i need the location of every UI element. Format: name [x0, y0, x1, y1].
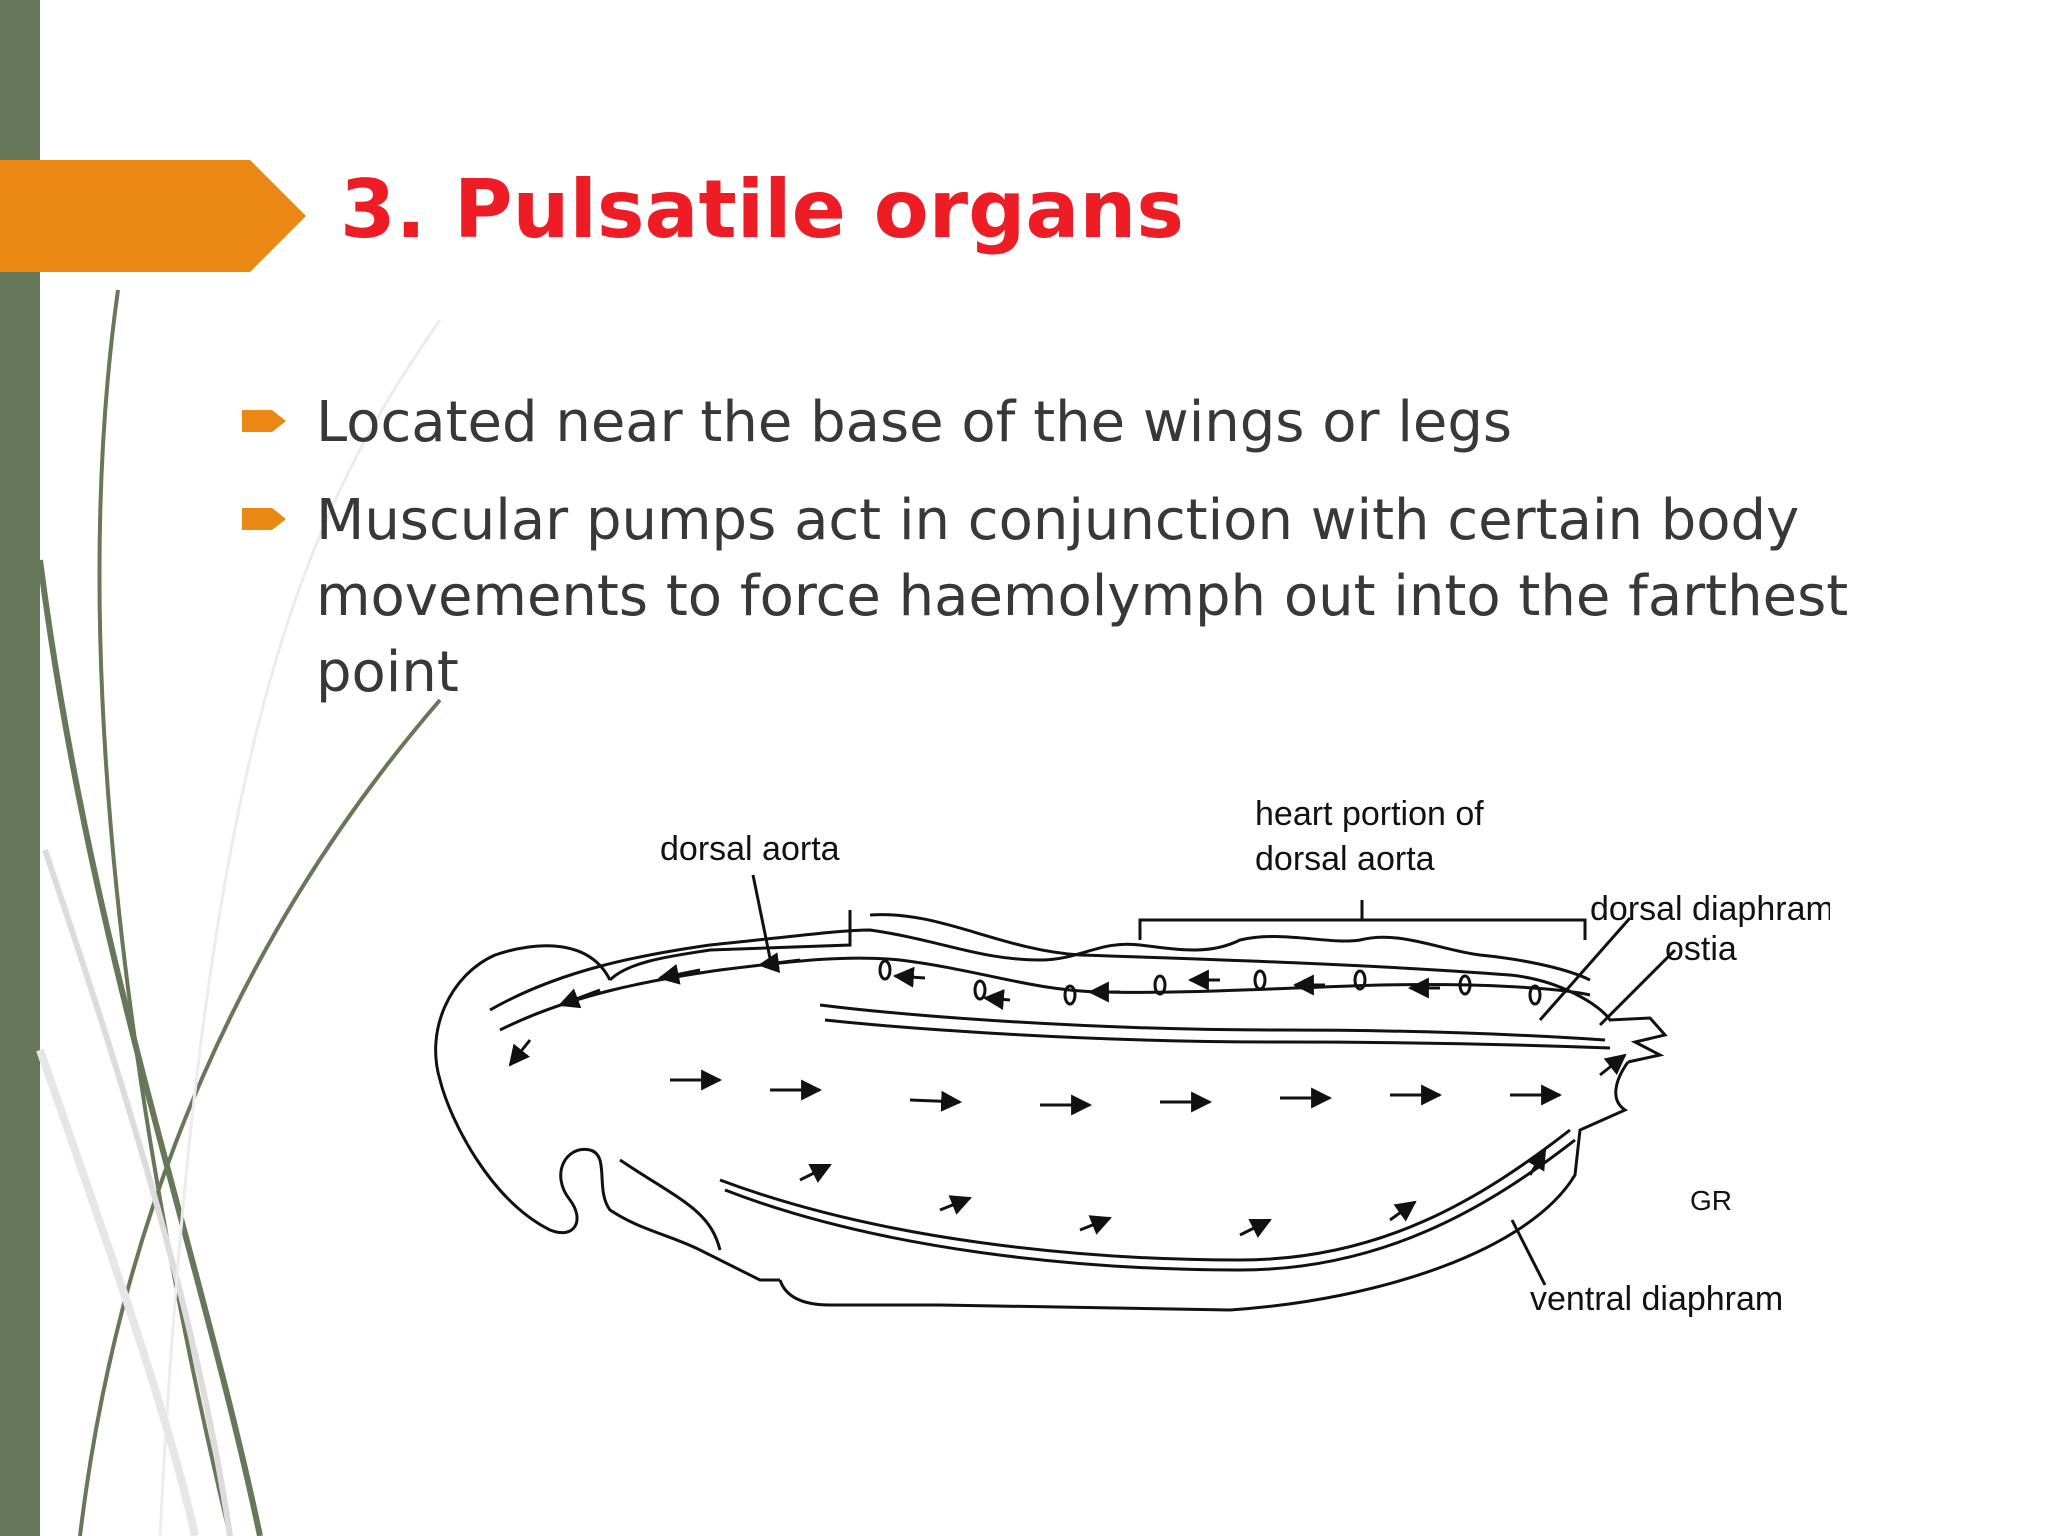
- label-dorsal-aorta: dorsal aorta: [660, 830, 840, 868]
- body-outline: [434, 910, 1668, 1312]
- title-arrow-shape: [0, 160, 306, 272]
- artist-signature: GR: [1690, 1185, 1732, 1216]
- bullet-list: Located near the base of the wings or le…: [240, 385, 1960, 733]
- slide-title: 3. Pulsatile organs: [340, 163, 1184, 256]
- insect-circulation-diagram: dorsal aorta heart portion of dorsal aor…: [434, 795, 1830, 1318]
- arrow-bullet-icon: [242, 410, 286, 432]
- bullet-text: Located near the base of the wings or le…: [316, 390, 1513, 455]
- label-dorsal-diaphram: dorsal diaphram: [1590, 890, 1830, 928]
- bullet-text: Muscular pumps act in conjunction with c…: [316, 488, 1849, 705]
- arrow-bullet-icon: [242, 508, 286, 530]
- label-heart-portion-line2: dorsal aorta: [1255, 840, 1435, 878]
- haemolymph-flow-arrows: [508, 952, 1627, 1238]
- ventral-diaphram-line: [719, 1128, 1576, 1272]
- label-ventral-diaphram: ventral diaphram: [1530, 1280, 1783, 1318]
- bullet-item: Muscular pumps act in conjunction with c…: [240, 483, 1960, 711]
- label-leader-lines: [751, 874, 1677, 1286]
- label-heart-portion-line1: heart portion of: [1255, 795, 1484, 833]
- label-ostia: ostia: [1665, 930, 1737, 968]
- ostia-openings: [878, 959, 1542, 1006]
- bullet-item: Located near the base of the wings or le…: [240, 385, 1960, 461]
- decorative-grass-lines: [36, 289, 442, 1536]
- dorsal-aorta-vessel: [489, 928, 1611, 1050]
